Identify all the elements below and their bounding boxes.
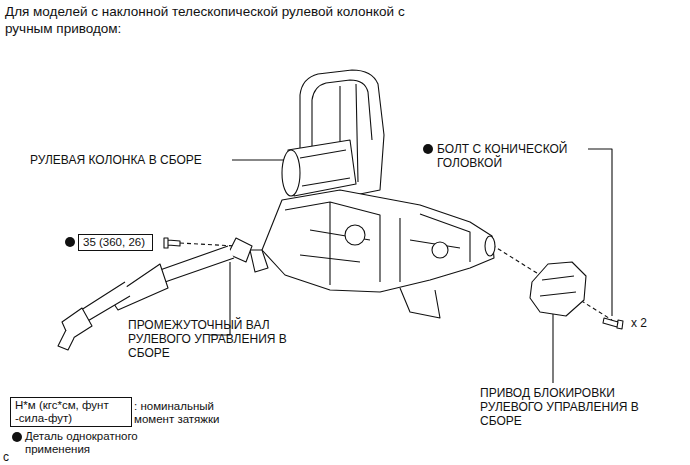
column-joint <box>250 250 268 272</box>
axis-line <box>180 243 236 246</box>
part-name: РУЛЕВАЯ КОЛОНКА В СБОРЕ <box>30 153 230 167</box>
node-text: Н*м (кгс*см, фунт -сила-фут) <box>15 399 127 425</box>
taper-bolt <box>603 318 623 329</box>
column-body <box>262 190 494 292</box>
axis-line <box>492 245 612 320</box>
quantity: x 2 <box>631 316 671 330</box>
motor <box>282 150 300 196</box>
bolt <box>164 238 180 248</box>
legend-text: : номинальный момент затяжки <box>134 400 254 426</box>
bullet-symbol <box>423 144 433 154</box>
shaft-end <box>485 236 495 256</box>
intermediate-shaft <box>160 246 234 282</box>
torque-box: 35 (360, 26) <box>78 234 153 251</box>
part-name: БОЛТ С КОНИЧЕСКОЙ ГОЛОВКОЙ <box>437 142 587 170</box>
part-name: ПРИВОД БЛОКИРОВКИ РУЛЕВОГО УПРАВЛЕНИЯ В … <box>480 386 640 428</box>
node-text: 35 (360, 26) <box>83 236 148 249</box>
leader-line <box>552 312 553 383</box>
legend-text: Деталь однократного применения <box>25 430 170 456</box>
bullet-symbol <box>12 432 22 442</box>
column-bracket <box>312 80 372 150</box>
figure-code: c <box>3 450 23 464</box>
lock-actuator <box>530 262 586 316</box>
leader-line <box>588 149 612 316</box>
title: Для моделей с наклонной телескопической … <box>5 3 435 37</box>
u-joint <box>58 330 74 350</box>
tilt-lever <box>400 288 440 318</box>
part-name: ПРОМЕЖУТОЧНЫЙ ВАЛ РУЛЕВОГО УПРАВЛЕНИЯ В … <box>128 318 313 360</box>
legend-torque-box: Н*м (кгс*см, фунт -сила-фут) <box>10 397 132 427</box>
column-body <box>285 202 470 285</box>
lock-actuator <box>540 276 576 296</box>
column-body <box>345 225 365 245</box>
column-body <box>432 242 448 258</box>
motor <box>300 150 350 186</box>
column-body <box>300 230 460 262</box>
bullet-symbol <box>65 237 75 247</box>
